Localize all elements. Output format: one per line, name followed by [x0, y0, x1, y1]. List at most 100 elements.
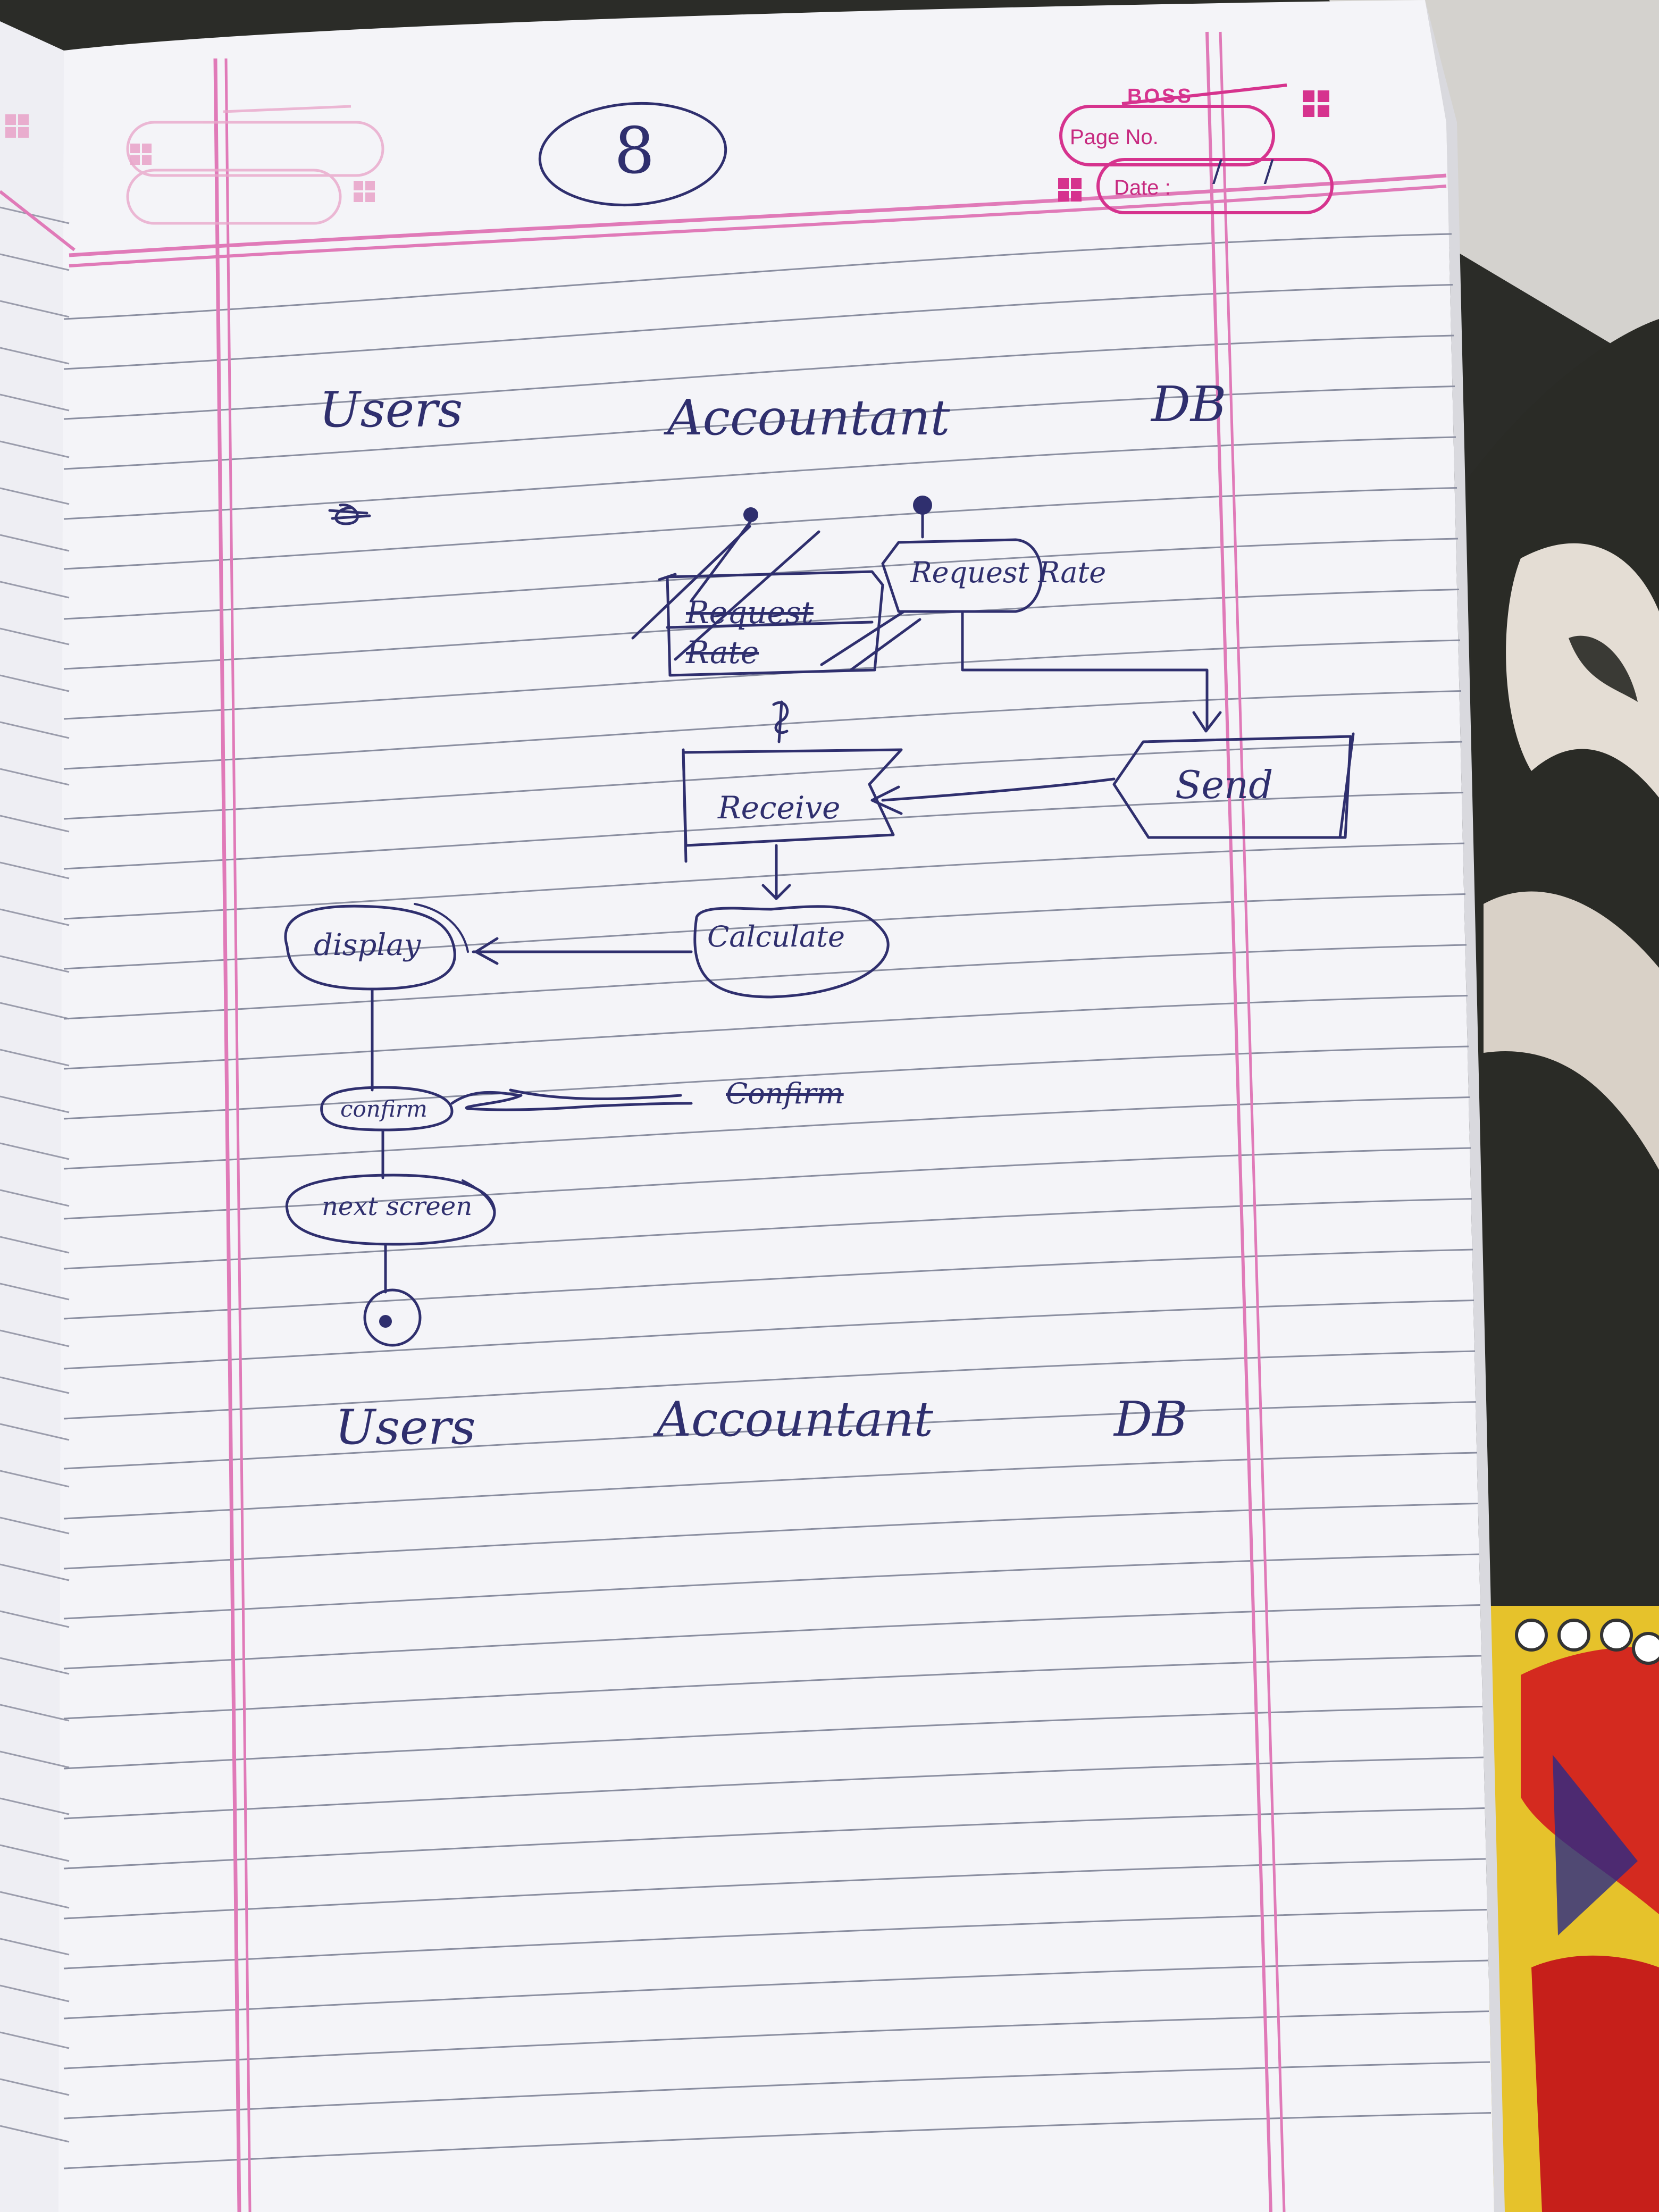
left-page-ruled-line [0, 674, 70, 692]
left-page-ruled-line [0, 440, 70, 458]
ruled-line [63, 1045, 1469, 1120]
left-page-ruled-line [0, 2125, 70, 2143]
left-page-ruled-line [0, 487, 70, 505]
left-page-ruled-line [0, 1049, 70, 1067]
left-page-ruled-line [0, 955, 70, 973]
left-page-ruled-line [0, 1002, 70, 1020]
ruled-line [63, 386, 1455, 470]
receive-label: Receive [718, 790, 841, 826]
lane-users-2: Users [335, 1400, 476, 1455]
left-page-ruled-line [0, 815, 70, 833]
ruled-line [63, 1452, 1478, 1520]
lane-db-2: DB [1114, 1392, 1188, 1447]
ruled-line [63, 436, 1456, 520]
next-screen-label: next screen [322, 1192, 473, 1221]
left-page-ruled-line [0, 1704, 70, 1722]
left-page-ruled-line [0, 1376, 70, 1394]
left-page-ruled-line [0, 721, 70, 739]
send-node [1112, 735, 1352, 839]
left-page-ruled-line [0, 347, 70, 365]
left-page-ruled-line [0, 1236, 70, 1254]
ruled-line [63, 893, 1466, 970]
request-rate-node [881, 538, 1043, 613]
ruled-line [63, 1503, 1479, 1570]
ruled-line [63, 2112, 1492, 2169]
ruled-line [63, 690, 1462, 770]
left-page-ruled-line [0, 627, 70, 646]
left-page-ruled-line [0, 581, 70, 599]
request-rate-crossed-label: Request Rate [686, 594, 814, 671]
date-label: Date : [1114, 176, 1171, 199]
left-margin-line [213, 58, 241, 2212]
zebra-cushion [1468, 319, 1659, 1622]
ruled-line [63, 1756, 1484, 1820]
page-number: 8 [614, 114, 655, 188]
page-no-badge [1059, 83, 1334, 214]
lane-accountant-2: Accountant [657, 1392, 933, 1447]
left-page-ruled-line [0, 2078, 70, 2096]
left-page-ruled-line [0, 1423, 70, 1441]
ruled-line [63, 1350, 1476, 1420]
confirm-user-node [320, 1086, 454, 1132]
boss-logo-icon [1058, 90, 1329, 202]
ruled-line [63, 944, 1467, 1020]
start-node-icon [913, 496, 932, 515]
confirm-accountant-label: Confirm [726, 1077, 844, 1110]
ruled-line [63, 233, 1452, 320]
left-page-ruled-line [0, 393, 70, 412]
ruled-line [63, 334, 1454, 420]
left-page-ruled-line [0, 1750, 70, 1769]
left-page-ruled-line [0, 1329, 70, 1347]
ruled-line [63, 1858, 1486, 1920]
left-page-ruled-line [0, 1844, 70, 1862]
left-page-ruled-line [0, 1563, 70, 1581]
lane-accountant: Accountant [667, 389, 950, 446]
left-page-ruled-line [0, 1891, 70, 1909]
right-margin-line [1205, 31, 1272, 2212]
left-page-ruled-line [0, 1189, 70, 1207]
ruled-line [63, 1401, 1477, 1470]
left-page-ruled-line [0, 1283, 70, 1301]
left-page-ruled-line [0, 768, 70, 786]
header-margin-line [69, 173, 1447, 257]
ruled-line [63, 842, 1465, 920]
left-page-ruled-line [0, 908, 70, 926]
ruled-line [63, 1655, 1482, 1720]
left-page-ruled-line [0, 253, 70, 271]
ruled-line [63, 741, 1463, 820]
ruled-line [63, 1553, 1480, 1620]
left-page-ruled-line [0, 300, 70, 318]
ruled-line [63, 1706, 1483, 1770]
brand-name: BOSS [1127, 85, 1193, 107]
end-node-icon [363, 1288, 422, 1347]
display-label: display [314, 928, 421, 962]
calculate-label: Calculate [707, 920, 845, 953]
left-page-ruled-line [0, 1516, 70, 1535]
ruled-line [63, 639, 1461, 720]
left-page-ruled-line [0, 206, 70, 224]
date-value: / / [1212, 154, 1290, 189]
display-node [284, 904, 456, 991]
start-node-icon [743, 507, 758, 522]
bleed-through-badge [126, 105, 384, 225]
send-label: Send [1175, 763, 1273, 807]
left-page-ruled-line [0, 1095, 70, 1113]
left-page-ruled-line [0, 1657, 70, 1675]
ruled-line [63, 792, 1464, 870]
left-page-ruled-line [0, 1610, 70, 1628]
page-no-label: Page No. [1070, 125, 1159, 149]
ruled-line [63, 284, 1453, 370]
left-page-ruled-line [0, 1470, 70, 1488]
left-page-ruled-line [0, 534, 70, 552]
lane-db: DB [1151, 376, 1227, 433]
ruled-line [63, 1807, 1485, 1870]
request-rate-crossed-box [631, 525, 921, 677]
left-page-ruled-line [0, 1984, 70, 2002]
ruled-line [63, 1300, 1474, 1370]
left-page-ruled-line [0, 1797, 70, 1815]
